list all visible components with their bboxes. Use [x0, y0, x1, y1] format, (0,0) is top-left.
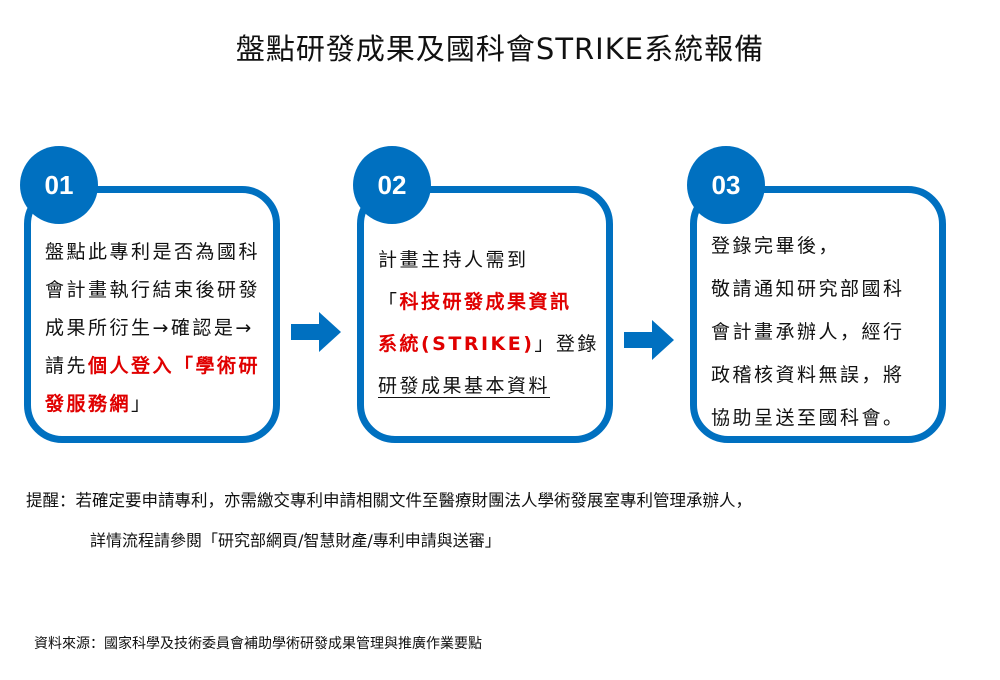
- step-3-card: 登錄完畢後， 敬請通知研究部國科 會計畫承辦人，經行 政稽核資料無誤，將 協助呈…: [690, 186, 946, 443]
- arrow-right-icon: [291, 312, 341, 352]
- step-1-badge: 01: [20, 146, 98, 224]
- step-1-card: 盤點此專利是否為國科 會計畫執行結束後研發 成果所衍生→確認是→ 請先個人登入「…: [24, 186, 280, 443]
- page-title: 盤點研發成果及國科會STRIKE系統報備: [235, 32, 765, 66]
- step-3-line: 協助呈送至國科會。: [711, 407, 905, 429]
- arrow-right-icon: [624, 320, 674, 360]
- step-2-highlight: 科技研發成果資訊: [399, 291, 572, 313]
- step-2-line: 系統(STRIKE)」登錄: [378, 329, 600, 371]
- step-1-text: 盤點此專利是否為國科 會計畫執行結束後研發 成果所衍生→確認是→ 請先個人登入「…: [45, 237, 267, 416]
- step-3-line: 政稽核資料無誤，將: [711, 364, 905, 386]
- step-1-text-plain: 」: [131, 393, 153, 415]
- step-1-line: 發服務網」: [45, 389, 267, 416]
- step-1-text-plain: 請先: [45, 355, 89, 377]
- step-3-line: 會計畫承辦人，經行: [711, 321, 905, 343]
- step-3-badge: 03: [687, 146, 765, 224]
- step-1-line: 請先個人登入「學術研: [45, 351, 267, 389]
- step-1-line: 成果所衍生→確認是→: [45, 317, 254, 339]
- step-2-text: 計畫主持人需到 「科技研發成果資訊 系統(STRIKE)」登錄 研發成果基本資料: [378, 245, 600, 398]
- step-2-underlined-text: 研發成果基本資料: [378, 375, 551, 397]
- step-3-line: 登錄完畢後，: [711, 235, 841, 257]
- step-2-highlight: 系統(STRIKE): [378, 333, 535, 355]
- step-2-text-plain: 」登錄: [534, 333, 599, 355]
- step-1-line: 會計畫執行結束後研發: [45, 279, 261, 301]
- step-3-line: 敬請通知研究部國科: [711, 278, 905, 300]
- step-2-line: 計畫主持人需到: [378, 249, 529, 271]
- step-2-text-plain: 「: [378, 291, 400, 313]
- step-2-card: 計畫主持人需到 「科技研發成果資訊 系統(STRIKE)」登錄 研發成果基本資料: [357, 186, 613, 443]
- source-note: 資料來源：國家科學及技術委員會補助學術研發成果管理與推廣作業要點: [34, 636, 482, 652]
- step-2-badge: 02: [353, 146, 431, 224]
- reminder-line-1: 提醒：若確定要申請專利，亦需繳交專利申請相關文件至醫療財團法人學術發展室專利管理…: [26, 491, 752, 510]
- step-2-line: 「科技研發成果資訊: [378, 287, 600, 329]
- step-1-highlight: 發服務網: [45, 393, 132, 415]
- step-1-line: 盤點此專利是否為國科: [45, 241, 261, 263]
- step-3-text: 登錄完畢後， 敬請通知研究部國科 會計畫承辦人，經行 政稽核資料無誤，將 協助呈…: [711, 231, 933, 430]
- step-1-highlight: 個人登入「學術研: [88, 355, 261, 377]
- reminder-line-2: 詳情流程請參閱「研究部網頁/智慧財產/專利申請與送審」: [90, 531, 501, 550]
